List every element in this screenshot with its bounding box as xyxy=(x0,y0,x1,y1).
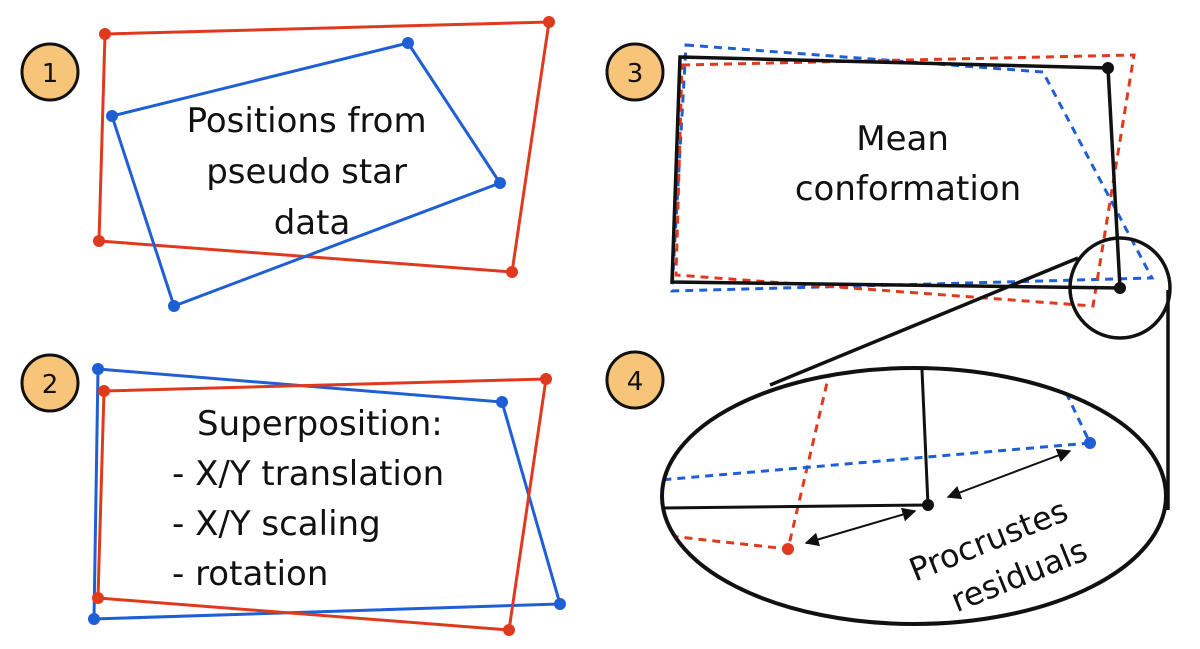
caption-line: pseudo star xyxy=(206,152,407,192)
panel-4: 4 Procrustes residuals xyxy=(605,350,1168,630)
panel-1: 1 Positions from pseudo star data xyxy=(20,16,555,312)
panel-2-caption: Superposition: - X/Y translation - X/Y s… xyxy=(172,404,455,594)
landmark xyxy=(99,28,111,40)
caption-line: - X/Y translation xyxy=(172,454,444,494)
badge-2-label: 2 xyxy=(42,370,59,400)
landmark xyxy=(540,373,552,385)
badge-3-label: 3 xyxy=(627,59,644,89)
landmark xyxy=(554,598,566,610)
landmark xyxy=(93,235,105,247)
badge-4-label: 4 xyxy=(627,367,644,397)
mean-landmark xyxy=(922,499,934,511)
landmark xyxy=(494,177,506,189)
caption-line: Superposition: xyxy=(197,404,443,444)
blue-landmarks xyxy=(106,37,506,312)
blue-dashed-edge xyxy=(662,379,1093,482)
badge-1-label: 1 xyxy=(42,59,59,89)
landmark xyxy=(106,110,118,122)
mean-landmark xyxy=(1102,62,1114,74)
red-dashed-shape xyxy=(674,53,1136,308)
panel-3: 3 Mean conformation xyxy=(605,42,1172,340)
panel-2: 2 Superposition: - X/Y translation - X/Y… xyxy=(20,353,566,636)
landmark xyxy=(98,385,110,397)
landmark xyxy=(503,624,515,636)
landmark xyxy=(92,592,104,604)
residual-arrow-blue xyxy=(946,448,1072,500)
red-landmarks xyxy=(93,16,555,278)
caption-line: Mean xyxy=(856,119,949,159)
blue-landmark xyxy=(1084,437,1096,449)
red-landmark xyxy=(782,543,794,555)
red-landmarks xyxy=(92,373,552,636)
residual-arrow-red xyxy=(804,507,917,547)
caption-line: data xyxy=(274,203,351,243)
panel-3-caption: Mean conformation xyxy=(795,119,1021,209)
badge-3: 3 xyxy=(605,42,665,102)
mean-landmark xyxy=(1114,282,1126,294)
landmark xyxy=(168,300,180,312)
mean-edge xyxy=(662,369,930,510)
panel-4-caption: Procrustes residuals xyxy=(904,487,1099,630)
zoom-connector-line xyxy=(769,256,1079,387)
magnifier-circle xyxy=(1068,236,1172,340)
landmark xyxy=(402,37,414,49)
badge-4: 4 xyxy=(605,350,665,410)
panel-1-caption: Positions from pseudo star data xyxy=(187,101,438,243)
caption-line: - X/Y scaling xyxy=(172,504,381,544)
landmark xyxy=(88,613,100,625)
blue-dashed-shape xyxy=(670,43,1155,293)
landmark xyxy=(506,266,518,278)
badge-2: 2 xyxy=(20,353,80,413)
red-dashed-edge xyxy=(662,369,832,551)
landmark xyxy=(543,16,555,28)
caption-line: - rotation xyxy=(172,554,328,594)
landmark xyxy=(496,396,508,408)
zoom-ellipse xyxy=(660,366,1168,626)
badge-1: 1 xyxy=(20,42,80,102)
landmark xyxy=(92,363,104,375)
caption-line: Positions from xyxy=(187,101,427,141)
caption-line: conformation xyxy=(795,169,1021,209)
blue-landmarks xyxy=(88,363,566,625)
